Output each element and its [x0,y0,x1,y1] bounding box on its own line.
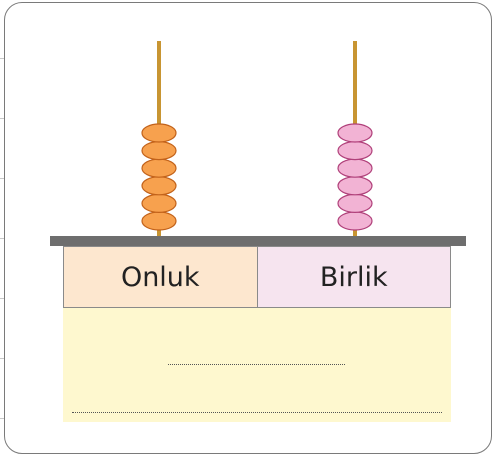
tens-beads [141,123,177,231]
ones-beads [337,123,373,231]
tens-bead [141,141,177,161]
tens-bead [141,123,177,143]
answer-area [63,308,451,422]
tens-bead [141,176,177,196]
ones-label: Birlik [256,246,451,308]
margin-ticks [0,0,4,457]
answer-line-number[interactable] [168,364,345,365]
tens-label: Onluk [63,246,257,308]
ones-bead [337,176,373,196]
ones-bead [337,211,373,231]
place-value-labels: Onluk Birlik [63,246,451,308]
answer-line-words[interactable] [72,412,442,413]
ones-bead [337,158,373,178]
ones-bead [337,141,373,161]
tens-bead [141,193,177,213]
abacus-base [50,236,466,246]
ones-bead [337,123,373,143]
tens-bead [141,211,177,231]
ones-bead [337,193,373,213]
tens-bead [141,158,177,178]
